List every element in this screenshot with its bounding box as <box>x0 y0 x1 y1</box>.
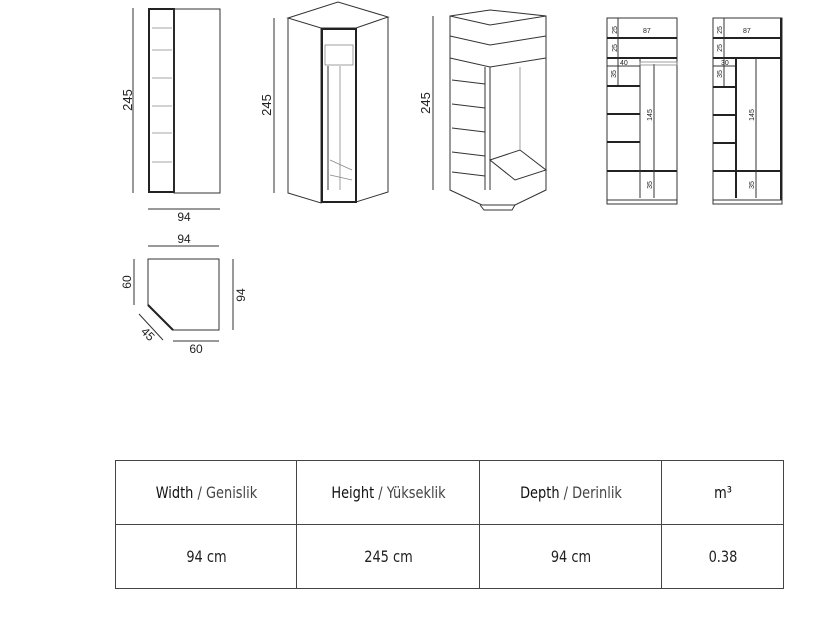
label-tr: Genislik <box>205 483 257 502</box>
header-height: Height / Yükseklik <box>305 460 471 525</box>
label-tr: Derinlik <box>571 483 622 502</box>
value-depth: 94 cm <box>488 524 653 589</box>
dim-shelf-width: 40 <box>620 60 628 67</box>
dim-bottom: 35 <box>647 181 654 189</box>
value-volume: 0.38 <box>667 524 778 589</box>
label-tr: Yükseklik <box>386 483 446 502</box>
dim-top2: 25 <box>612 44 619 52</box>
label-en: Height <box>330 483 374 502</box>
height-label: 245 <box>120 89 135 111</box>
dim-shelf-height: 35 <box>717 70 724 78</box>
separator: / <box>559 483 572 502</box>
plan-top-width: 94 <box>177 232 191 246</box>
header-volume: m³ <box>667 460 778 525</box>
dim-width: 87 <box>743 28 751 35</box>
height-label: 245 <box>418 92 433 114</box>
dim-bottom: 35 <box>749 181 756 189</box>
table-header-row: Width / Genislik Height / Yükseklik Dept… <box>116 460 784 525</box>
label-en: m³ <box>713 483 732 502</box>
value-width: 94 cm <box>124 524 288 589</box>
dimensions-table: Width / Genislik Height / Yükseklik Dept… <box>115 460 784 589</box>
separator: / <box>192 483 206 502</box>
header-width: Width / Genislik <box>124 460 288 525</box>
front-view: 245 94 <box>120 8 221 224</box>
dim-top1: 25 <box>717 26 724 34</box>
dim-width: 87 <box>643 28 651 35</box>
dim-shelf-height: 35 <box>611 70 618 78</box>
width-label: 94 <box>177 210 191 224</box>
dim-hanging: 145 <box>749 109 756 121</box>
plan-view: 94 60 94 45 60 <box>120 232 248 356</box>
plan-right-depth: 94 <box>234 288 248 302</box>
label-en: Width <box>155 483 193 502</box>
separator: / <box>373 483 387 502</box>
dim-hanging: 145 <box>647 109 654 121</box>
dim-top1: 25 <box>612 26 619 34</box>
header-depth: Depth / Derinlik <box>488 460 653 525</box>
interior-plan-a: 25 87 25 40 35 145 35 <box>606 17 678 205</box>
value-height: 245 cm <box>305 524 471 589</box>
perspective-closed-view: 245 <box>259 1 390 204</box>
label-en: Depth <box>519 483 560 502</box>
perspective-open-view: 245 <box>418 9 548 211</box>
plan-bottom-width: 60 <box>189 342 203 356</box>
plan-diagonal: 45 <box>138 324 158 344</box>
dim-shelf-width: 30 <box>721 60 729 67</box>
height-label: 245 <box>259 94 274 116</box>
interior-plan-b: 25 87 25 30 35 145 35 <box>712 17 783 205</box>
dim-top2: 25 <box>717 44 724 52</box>
table-row: 94 cm 245 cm 94 cm 0.38 <box>116 524 784 589</box>
plan-left-depth: 60 <box>120 275 134 289</box>
